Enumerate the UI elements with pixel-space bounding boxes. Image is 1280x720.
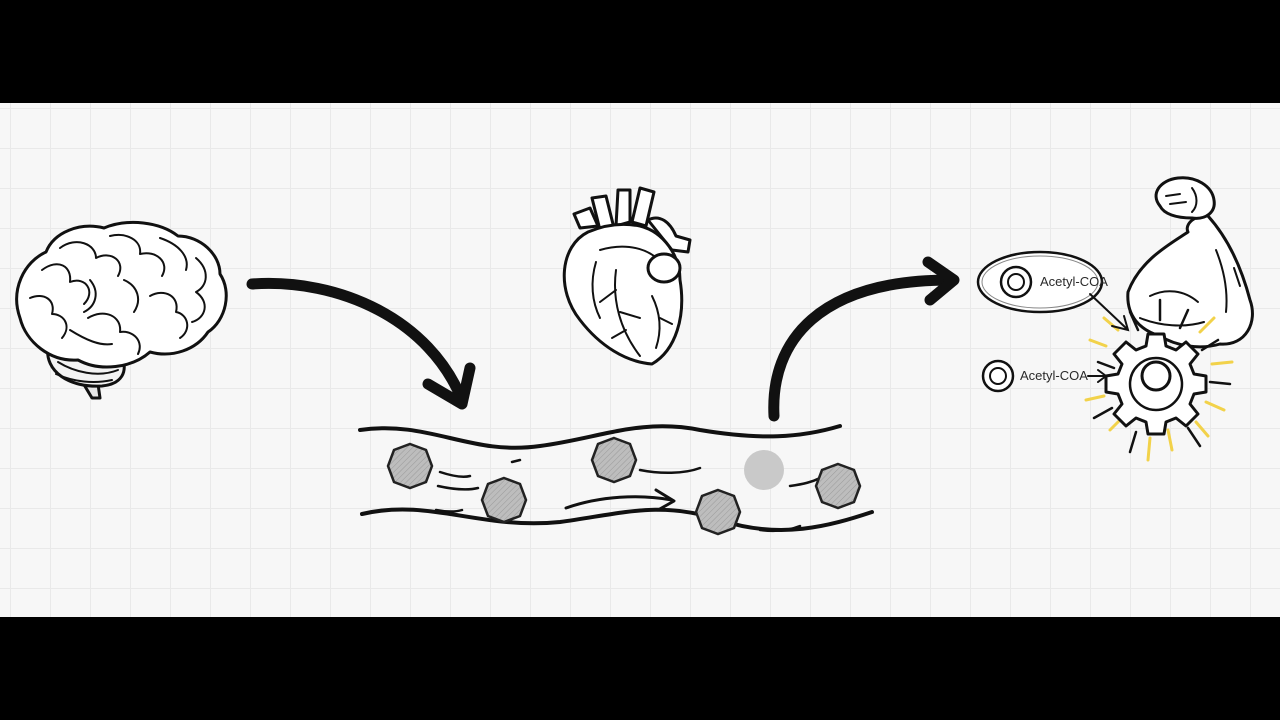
arrow-brain-to-vessel — [246, 277, 476, 410]
blood-vessel-icon — [358, 424, 874, 536]
heart-icon — [562, 186, 692, 366]
molecule — [694, 488, 742, 536]
acetyl-coa-bottom: Acetyl-COA — [981, 359, 1108, 393]
molecule-entering — [744, 450, 784, 490]
acetyl-coa-top: Acetyl-COA — [976, 250, 1130, 332]
molecule — [814, 462, 862, 510]
brain-icon — [15, 220, 228, 400]
gear-icon — [1104, 332, 1208, 436]
acetyl-coa-label-top: Acetyl-COA — [1040, 274, 1108, 289]
molecule — [386, 442, 434, 490]
molecule — [480, 476, 528, 524]
molecule — [590, 436, 638, 484]
arrow-vessel-to-muscle — [768, 256, 960, 422]
flexed-arm-icon — [1126, 176, 1254, 349]
flow-arrow — [564, 488, 676, 512]
acetyl-coa-label-bottom: Acetyl-COA — [1020, 368, 1088, 383]
